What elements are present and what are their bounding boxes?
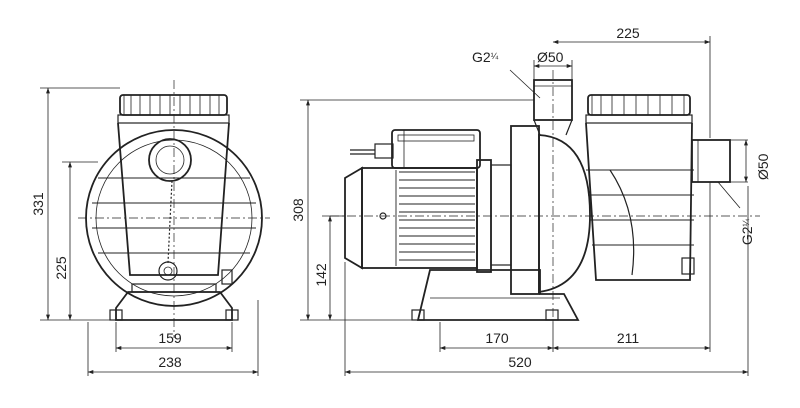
dim-total-length: 520 <box>508 354 532 370</box>
side-motor-fins <box>395 170 475 266</box>
front-dimensions: 331 225 159 238 <box>30 87 259 376</box>
side-volute-flange <box>510 125 540 295</box>
side-dimensions: 308 142 225 Ø50 G2¼ Ø50 G2¼ 170 211 <box>290 25 771 376</box>
front-basket-lid <box>117 94 230 124</box>
dim-height-total-front: 331 <box>30 192 46 216</box>
front-outlet-port <box>148 138 192 182</box>
dim-height-total-side: 308 <box>290 198 306 222</box>
dim-height-axis-front: 225 <box>53 256 69 280</box>
front-chain <box>167 180 173 264</box>
dim-base-offset-left: 170 <box>485 330 509 346</box>
dim-base-hole-spacing: 159 <box>158 330 182 346</box>
side-volute <box>538 134 591 294</box>
side-motor-body <box>361 167 478 269</box>
side-basket-lid <box>585 94 693 124</box>
side-basket-body <box>585 122 695 281</box>
front-basket-body <box>117 122 230 276</box>
dim-base-offset-right: 211 <box>617 330 640 346</box>
side-terminal-box <box>350 129 481 169</box>
side-view <box>330 70 760 325</box>
dim-height-axis-side: 142 <box>313 263 329 287</box>
side-motor-endcap <box>344 166 363 270</box>
dim-outlet-thread: G2¼ <box>472 49 499 65</box>
dim-base-width: 238 <box>158 354 182 370</box>
front-drain-plug <box>158 261 178 281</box>
dim-inlet-diameter: Ø50 <box>755 153 771 180</box>
dim-inlet-thread: G2¼ <box>739 218 755 245</box>
dim-outlet-offset: 225 <box>616 25 640 41</box>
side-inlet-pipe <box>691 139 748 183</box>
dim-outlet-diameter: Ø50 <box>537 49 564 65</box>
front-view <box>78 80 270 338</box>
side-base <box>411 269 580 321</box>
